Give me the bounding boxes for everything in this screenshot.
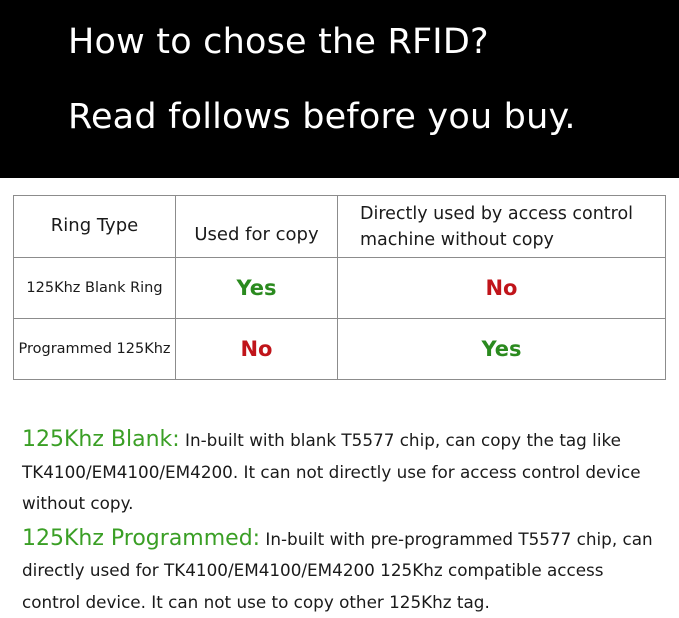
row-ring-name: Programmed 125Khz <box>14 319 176 380</box>
row-copy-value: Yes <box>176 258 338 319</box>
note-programmed: 125Khz Programmed: In-built with pre-pro… <box>22 523 667 618</box>
banner-subtitle: Read follows before you buy. <box>68 100 576 135</box>
note-keyword: 125Khz Programmed: <box>22 526 260 551</box>
header-direct-line1: Directly used by access control <box>360 204 633 224</box>
row-ring-name: 125Khz Blank Ring <box>14 258 176 319</box>
header-banner: How to chose the RFID? Read follows befo… <box>0 0 679 178</box>
row-direct-value: Yes <box>338 319 666 380</box>
header-used-for-copy: Used for copy <box>176 196 338 258</box>
note-keyword: 125Khz Blank: <box>22 427 180 452</box>
header-ring-type: Ring Type <box>14 196 176 258</box>
banner-title: How to chose the RFID? <box>68 25 489 60</box>
comparison-table: Ring Type Used for copy Directly used by… <box>13 195 666 380</box>
row-direct-value: No <box>338 258 666 319</box>
header-direct-use: Directly used by access control machine … <box>338 196 666 258</box>
notes-section: 125Khz Blank: In-built with blank T5577 … <box>22 424 667 618</box>
table-row: 125Khz Blank Ring Yes No <box>14 258 666 319</box>
note-blank: 125Khz Blank: In-built with blank T5577 … <box>22 424 667 520</box>
header-direct-line2: machine without copy <box>360 230 554 250</box>
table-row: Programmed 125Khz No Yes <box>14 319 666 380</box>
row-copy-value: No <box>176 319 338 380</box>
table-header-row: Ring Type Used for copy Directly used by… <box>14 196 666 258</box>
